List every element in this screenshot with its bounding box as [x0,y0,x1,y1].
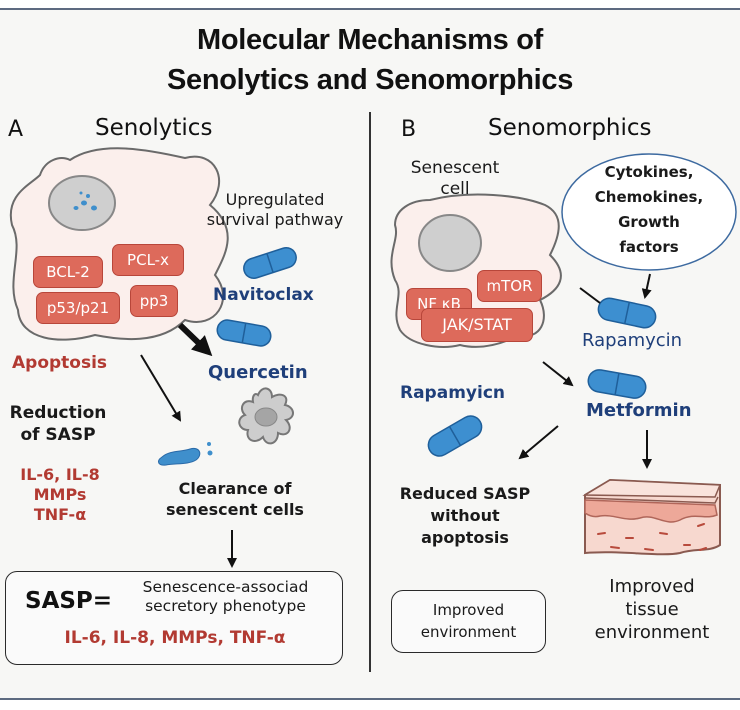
senescent-cell-line-2: cell [440,179,470,199]
sasp-definition-line-2: secretory phenotype [145,597,306,615]
survival-pathway-line-2: survival pathway [206,210,344,229]
nucleus-b [418,214,482,272]
sasp-definition-line-1: Senescence-associad [142,578,309,596]
quercetin-label: Quercetin [208,362,308,383]
sasp-factors-list: IL-6, IL-8 MMPs TNF-α [5,465,115,525]
arrow-apoptosis-to-clearance [140,354,182,422]
reduction-sasp-label: Reduction of SASP [3,402,113,446]
tissue-line-3: environment [594,622,710,643]
protein-tag-pp3: pp3 [130,285,178,317]
nucleus-dots-a [73,191,97,211]
arrow-cell-to-quercetin [177,322,213,357]
arrow-bubble-to-rapamycin [641,273,652,299]
bubble-line-cytokines: Cytokines, [604,163,694,181]
inhibit-line-to-rapamycin [579,287,601,304]
metformin-pill-icon [587,369,647,399]
improved-box-line-1: Improved [432,601,505,619]
arrow-cell-to-metformin [542,361,574,387]
sasp-abbr-text: SASP [25,588,93,614]
protein-tag-mtor: mTOR [477,270,542,302]
panel-a-letter: A [8,117,24,142]
improved-box-line-2: environment [420,623,517,641]
bubble-line-growth: Growth [618,213,680,231]
clearance-label: Clearance of senescent cells [145,478,325,520]
tissue-block-icon [582,478,722,556]
tissue-line-1: Improved [609,576,695,597]
cell-debris-icon [158,447,201,466]
panel-divider [369,112,371,672]
sasp-definition-box: SASP= Senescence-associad secretory phen… [5,571,343,665]
panel-b-heading: Senomorphics [488,115,652,141]
protein-tag-bcl2: BCL-2 [33,256,103,288]
cytokines-bubble-text: Cytokines, Chemokines, Growth factors [569,160,729,260]
survival-pathway-label: Upregulated survival pathway [195,190,355,230]
reduction-line-1: Reduction [9,403,107,423]
panel-b-letter: B [401,117,417,142]
cytokines-bubble [561,153,737,271]
title-line-2: Senolytics and Senomorphics [166,64,574,96]
macrophage-nucleus [254,407,278,427]
tissue-line-2: tissue [625,599,679,620]
clearance-line-2: senescent cells [166,500,304,519]
debris-dot [207,450,213,456]
title-line-1: Molecular Mechanisms of [196,24,544,56]
improved-environment-text: Improved environment [392,591,545,643]
sasp-box-factors: IL-6, IL-8, MMPs, TNF-α [64,628,286,648]
factor-mmps: MMPs [33,485,87,504]
bubble-line-chemokines: Chemokines, [594,188,704,206]
reduced-line-1: Reduced SASP [399,484,531,503]
rapamyicn-pill-icon [427,415,483,457]
factor-tnf-alpha: TNF-α [33,505,87,524]
protein-tag-jak-stat: JAK/STAT [421,308,533,342]
rapamycin-pill-icon [597,297,657,329]
debris-dot [207,442,211,446]
apoptosis-label: Apoptosis [12,353,108,373]
reduced-line-3: apoptosis [421,528,509,547]
rapamycin-label: Rapamycin [582,330,683,351]
improved-environment-box: Improved environment [391,590,546,653]
quercetin-pill-icon [216,319,272,347]
sasp-definition: Senescence-associad secretory phenotype [113,578,338,616]
senescent-cell-label: Senescent cell [395,158,515,200]
metformin-label: Metformin [586,400,692,421]
reduced-sasp-label: Reduced SASP without apoptosis [385,483,545,549]
navitoclax-pill-icon [243,246,297,280]
reduction-line-2: of SASP [20,425,96,445]
panel-a-heading: Senolytics [95,115,213,141]
senescent-cell-line-1: Senescent [410,158,500,178]
navitoclax-label: Navitoclax [213,285,314,305]
clearance-line-1: Clearance of [178,479,292,498]
arrow-metformin-to-reduced [518,425,559,460]
reduced-line-2: without [430,506,500,525]
figure-title: Molecular Mechanisms of Senolytics and S… [0,20,740,100]
bubble-line-factors: factors [619,238,679,256]
protein-tag-pclx: PCL-x [112,244,184,276]
factor-il6-il8: IL-6, IL-8 [20,465,100,484]
rapamyicn-label: Rapamyicn [400,383,506,403]
improved-tissue-label: Improved tissue environment [572,575,732,644]
sasp-abbr: SASP= [25,588,112,614]
sasp-equals: = [92,588,113,614]
survival-pathway-line-1: Upregulated [225,190,325,209]
protein-tag-p53-p21: p53/p21 [36,292,120,324]
